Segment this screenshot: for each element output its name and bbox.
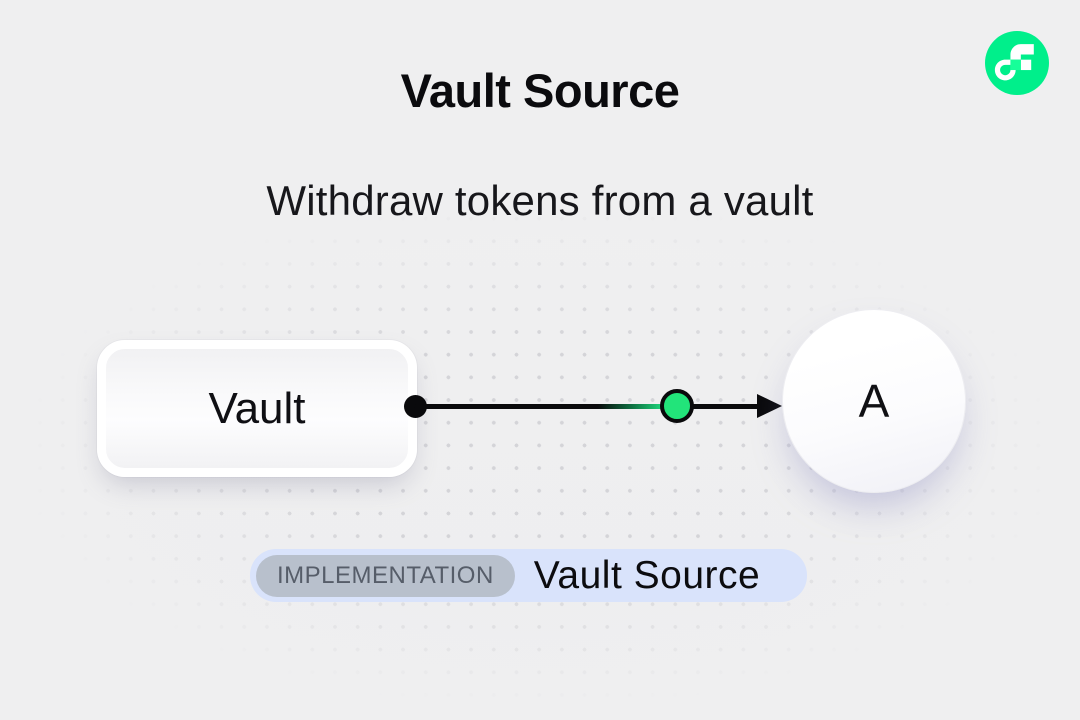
flow-logo-icon (985, 31, 1049, 95)
vault-node-label: Vault (208, 383, 306, 433)
account-node-label: A (858, 375, 890, 427)
page-title: Vault Source (400, 64, 680, 117)
arrowhead-icon (757, 394, 782, 418)
vault-node: Vault (97, 340, 417, 477)
edge-line (414, 404, 762, 409)
implementation-badge: IMPLEMENTATION Vault Source (250, 549, 807, 602)
edge-green-gradient (598, 404, 662, 409)
token-dot (660, 389, 694, 423)
implementation-tag: IMPLEMENTATION (256, 554, 515, 597)
badge-label: Vault Source (533, 553, 761, 597)
page-subtitle: Withdraw tokens from a vault (266, 177, 814, 224)
account-node: A (782, 309, 966, 493)
